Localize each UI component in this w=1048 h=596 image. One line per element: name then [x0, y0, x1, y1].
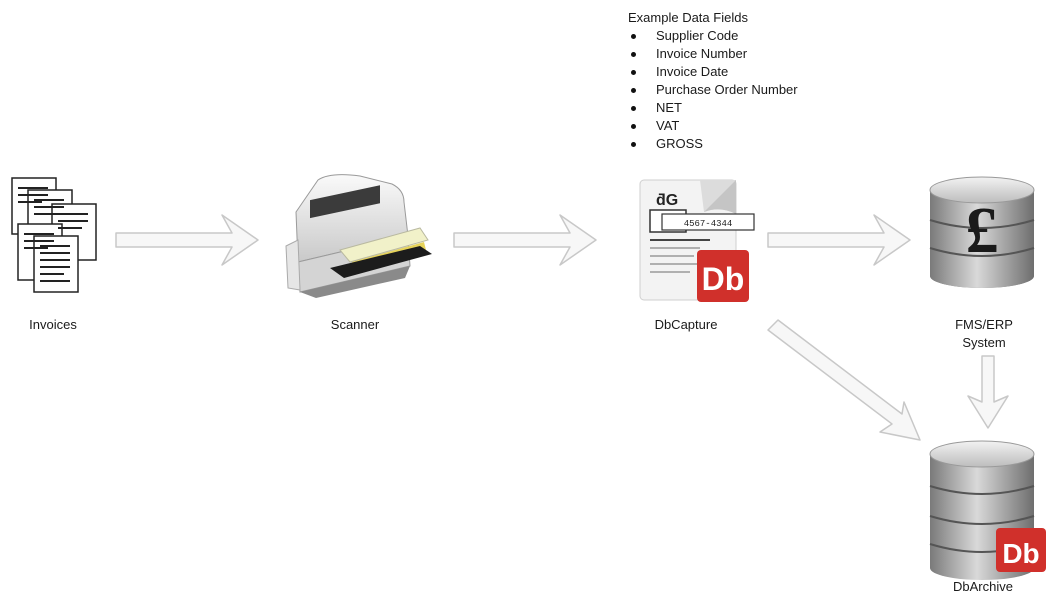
dbcapture-logo-text: Db	[702, 261, 745, 297]
fields-list: Supplier Code Invoice Number Invoice Dat…	[628, 27, 798, 153]
dbarchive-database-icon	[929, 440, 1046, 580]
field-item: Invoice Date	[631, 63, 798, 81]
doc-number-text: 4567-4344	[684, 219, 733, 229]
arrow-scanner-to-dbcapture	[453, 214, 597, 266]
pound-symbol: £	[966, 194, 999, 267]
arrow-dbcapture-to-fms	[767, 214, 911, 266]
fields-title: Example Data Fields	[628, 10, 748, 25]
doc-mark-text: ƌG	[656, 192, 678, 209]
invoices-label: Invoices	[29, 317, 77, 332]
scanner-label: Scanner	[330, 317, 380, 332]
field-item: VAT	[631, 117, 798, 135]
arrow-fms-to-dbarchive	[967, 355, 1009, 429]
field-item: GROSS	[631, 135, 798, 153]
dbcapture-icon	[639, 179, 755, 302]
fms-label-line2: System	[962, 335, 1006, 350]
invoices-icon	[11, 177, 97, 293]
dbcapture-label: DbCapture	[654, 317, 718, 332]
field-item: Supplier Code	[631, 27, 798, 45]
field-item: Purchase Order Number	[631, 82, 798, 97]
dbarchive-label: DbArchive	[953, 579, 1013, 594]
fms-label-line1: FMS/ERP	[955, 317, 1013, 332]
field-item: NET	[631, 99, 798, 117]
dbarchive-logo-text: Db	[1002, 538, 1039, 569]
arrow-dbcapture-to-dbarchive	[767, 319, 921, 441]
scanner-icon	[285, 174, 432, 298]
example-data-fields: Example Data Fields Supplier Code Invoic…	[628, 9, 798, 153]
arrow-invoices-to-scanner	[115, 214, 259, 266]
field-item: Invoice Number	[631, 45, 798, 63]
fms-database-icon	[929, 176, 1035, 288]
